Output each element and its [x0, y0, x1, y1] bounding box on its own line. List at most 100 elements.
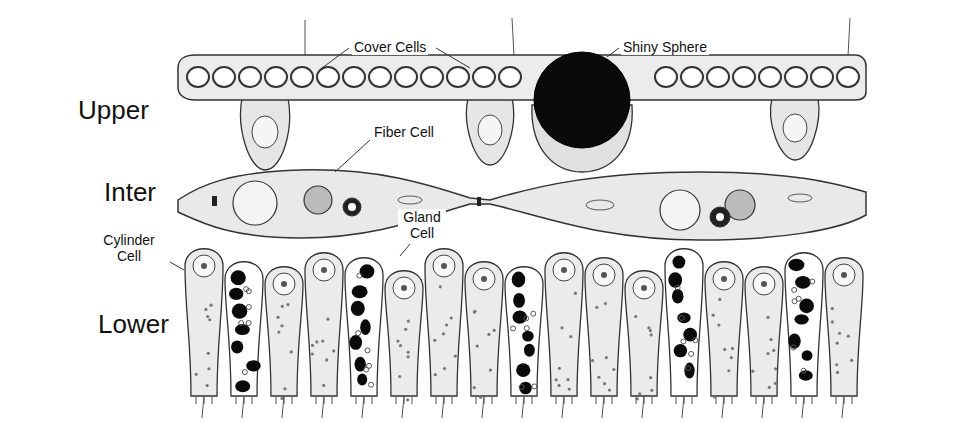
organelle	[207, 367, 210, 370]
cilium	[482, 396, 484, 418]
organelle	[208, 318, 211, 321]
organelle	[493, 329, 496, 332]
organelle	[831, 320, 834, 323]
nucleolus	[201, 263, 207, 269]
granule	[524, 344, 535, 357]
vesicle	[679, 315, 684, 320]
cilium	[282, 396, 284, 418]
chromatin	[304, 186, 332, 214]
nucleus	[593, 264, 615, 286]
microvillus	[236, 396, 237, 404]
organelle	[286, 303, 289, 306]
cell-junction	[477, 197, 481, 206]
granule	[232, 304, 248, 319]
nucleus	[713, 268, 735, 290]
organelle	[407, 351, 410, 354]
nucleus	[193, 255, 215, 277]
granule	[360, 319, 371, 335]
gland-cell	[225, 262, 263, 396]
vesicle	[686, 366, 691, 371]
granule	[672, 289, 684, 304]
nucleus	[753, 273, 775, 295]
cilium	[722, 396, 724, 418]
organelle	[321, 339, 324, 342]
vesicle	[801, 368, 806, 373]
organelle	[443, 367, 446, 370]
nucleus	[313, 259, 335, 281]
cilium	[602, 396, 604, 418]
microvillus	[716, 396, 717, 404]
vesicle	[364, 367, 369, 372]
vesicle	[675, 285, 680, 290]
granule	[349, 335, 362, 350]
granule	[668, 272, 682, 287]
organelle	[280, 397, 283, 400]
cover-cell-body	[241, 98, 290, 170]
organelle	[290, 350, 293, 353]
vesicle	[689, 351, 694, 356]
upper-epithelium	[178, 55, 866, 100]
microvillus	[396, 396, 397, 404]
gland-cell	[785, 253, 823, 396]
cylinder-cell	[305, 253, 343, 396]
vesicle	[369, 382, 374, 387]
organelle	[603, 382, 606, 385]
organelle	[280, 324, 283, 327]
cylinder-cell	[625, 271, 663, 396]
granule	[672, 256, 685, 269]
organelle	[766, 352, 769, 355]
organelle	[206, 315, 209, 318]
nucleus	[393, 277, 415, 299]
cilium	[322, 396, 324, 418]
organelle	[612, 368, 615, 371]
granule	[799, 299, 814, 314]
organelle	[479, 396, 482, 399]
organelle	[774, 367, 777, 370]
vacuole	[343, 67, 365, 87]
cell-label: Fiber Cell	[372, 124, 436, 140]
vacuole	[655, 67, 677, 87]
organelle	[649, 376, 652, 379]
organelle	[574, 292, 577, 295]
organelle	[605, 356, 608, 359]
cilium	[442, 396, 444, 418]
cell-label: Cylinder Cell	[96, 232, 162, 264]
nucleolus	[721, 276, 727, 282]
nucleolus	[321, 267, 327, 273]
vacuole	[213, 67, 235, 87]
vesicle	[693, 338, 698, 343]
vesicle	[242, 370, 247, 375]
organelle	[774, 382, 777, 385]
cylinder-cell	[465, 262, 503, 396]
cover-cell-body	[467, 98, 514, 165]
organelle	[325, 358, 328, 361]
organelle	[473, 386, 476, 389]
organelle	[406, 398, 409, 401]
organelle	[407, 319, 410, 322]
vacuole	[421, 67, 443, 87]
nucleus	[473, 268, 495, 290]
organelle	[712, 314, 715, 317]
organelle	[723, 348, 726, 351]
microvillus	[692, 396, 693, 404]
microvillus	[332, 396, 333, 404]
inclusion-core	[348, 203, 356, 211]
granule	[795, 276, 811, 289]
microvillus	[492, 396, 493, 404]
organelle	[847, 335, 850, 338]
cylinder-cell	[425, 249, 463, 396]
granule	[684, 363, 694, 379]
granule	[357, 374, 367, 386]
cylinder-cell	[825, 258, 863, 396]
organelle	[568, 387, 571, 390]
organelle	[473, 310, 476, 313]
organelle	[650, 333, 653, 336]
organelle	[311, 344, 314, 347]
vacuole	[759, 67, 781, 87]
organelle	[442, 332, 445, 335]
vesicle	[246, 304, 251, 309]
organelle	[650, 389, 653, 392]
microvillus	[532, 396, 533, 404]
granule	[802, 350, 813, 361]
